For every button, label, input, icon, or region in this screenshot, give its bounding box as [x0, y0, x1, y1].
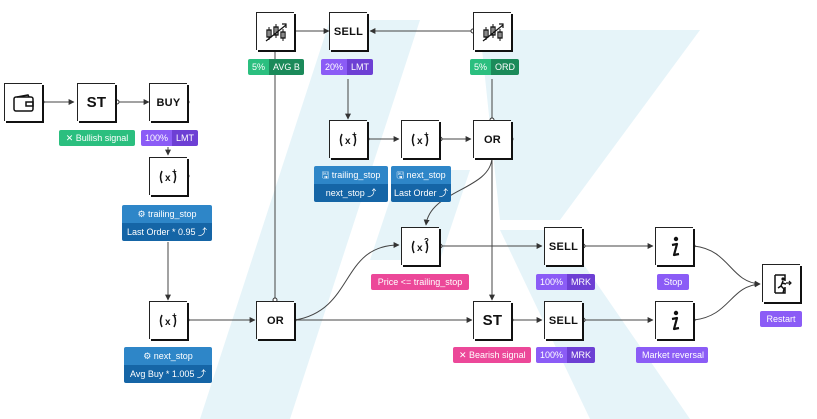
- var-next-stop-top: 🖫 next_stop Last Order ⤴: [391, 166, 451, 202]
- variable-icon: x +: [339, 130, 357, 147]
- bullish-signal-badge: ✕ Bullish signal: [59, 130, 135, 146]
- avg-buy-badge: 5% AVG B: [248, 59, 304, 75]
- edge-or-cond-curve: [294, 242, 400, 321]
- restart-label: Restart: [760, 311, 802, 327]
- condition-icon: x ?: [411, 237, 429, 254]
- st-entry-node[interactable]: ST: [77, 83, 115, 121]
- svg-text:x: x: [165, 173, 171, 184]
- st-bear-node[interactable]: ST: [473, 301, 511, 339]
- svg-text:+: +: [424, 130, 429, 139]
- market-reversal-label: Market reversal: [636, 347, 708, 363]
- sell-reversal-badge: 100% MRK: [536, 347, 596, 363]
- node-label: OR: [266, 314, 285, 327]
- variable-icon: x +: [159, 311, 177, 328]
- node-label: SELL: [548, 314, 579, 327]
- sell-reversal-node[interactable]: SELL: [544, 301, 582, 339]
- variable-icon: x +: [411, 130, 429, 147]
- condition-node[interactable]: x ?: [401, 227, 439, 265]
- edge-info-rev-restart: [693, 281, 761, 321]
- chart-node-left[interactable]: [256, 12, 294, 50]
- bearish-signal-badge: ✕ Bearish signal: [453, 347, 531, 363]
- edge-or-cond: [423, 157, 493, 226]
- restart-node[interactable]: [762, 264, 800, 302]
- node-label: BUY: [156, 96, 181, 109]
- buy-order-badge: 100% LMT: [141, 130, 199, 146]
- price-condition-badge: Price <= trailing_stop: [371, 274, 469, 290]
- node-label: ST: [86, 94, 107, 111]
- node-label: ST: [482, 312, 503, 329]
- sell-stop-node[interactable]: SELL: [544, 227, 582, 265]
- svg-text:+: +: [172, 167, 177, 176]
- or-top-node[interactable]: OR: [473, 120, 511, 158]
- svg-text:x: x: [345, 136, 351, 147]
- node-label: OR: [483, 133, 502, 146]
- info-icon: [671, 236, 679, 256]
- var-trailing-stop-top: 🖫 trailing_stop next_stop ⤴: [314, 166, 388, 202]
- wallet-icon: [12, 93, 34, 112]
- exit-door-icon: [773, 273, 792, 294]
- edge-info-restart: [693, 245, 761, 287]
- order-badge: 5% ORD: [470, 59, 520, 75]
- sell-limit-badge: 20% LMT: [321, 59, 374, 75]
- svg-text:+: +: [352, 130, 357, 139]
- info-reversal-node[interactable]: [655, 301, 693, 339]
- svg-text:x: x: [165, 317, 171, 328]
- or-main-node[interactable]: OR: [256, 301, 294, 339]
- variable-node-mid[interactable]: x +: [149, 301, 187, 339]
- sell-top-node[interactable]: SELL: [329, 12, 367, 50]
- stop-label: Stop: [657, 274, 689, 290]
- chart-node-right[interactable]: [473, 12, 511, 50]
- node-label: SELL: [333, 25, 364, 38]
- variable-icon: x +: [159, 167, 177, 184]
- var-trailing-stop-left: ⚙ trailing_stop Last Order * 0.95 ⤴: [122, 205, 212, 241]
- node-label: SELL: [548, 240, 579, 253]
- var-next-stop-left: ⚙ next_stop Avg Buy * 1.005 ⤴: [124, 347, 212, 383]
- candlestick-chart-icon: [265, 22, 287, 41]
- info-stop-node[interactable]: [655, 227, 693, 265]
- svg-text:+: +: [172, 311, 177, 320]
- variable-node-top2[interactable]: x +: [401, 120, 439, 158]
- candlestick-chart-icon: [482, 22, 504, 41]
- variable-node-buy[interactable]: x +: [149, 157, 187, 195]
- sell-stop-badge: 100% MRK: [536, 274, 596, 290]
- buy-node[interactable]: BUY: [149, 83, 187, 121]
- info-icon: [671, 310, 679, 330]
- svg-text:?: ?: [424, 237, 429, 246]
- svg-text:x: x: [417, 136, 423, 147]
- wallet-node[interactable]: [4, 83, 42, 121]
- svg-text:x: x: [417, 243, 423, 254]
- variable-node-top1[interactable]: x +: [329, 120, 367, 158]
